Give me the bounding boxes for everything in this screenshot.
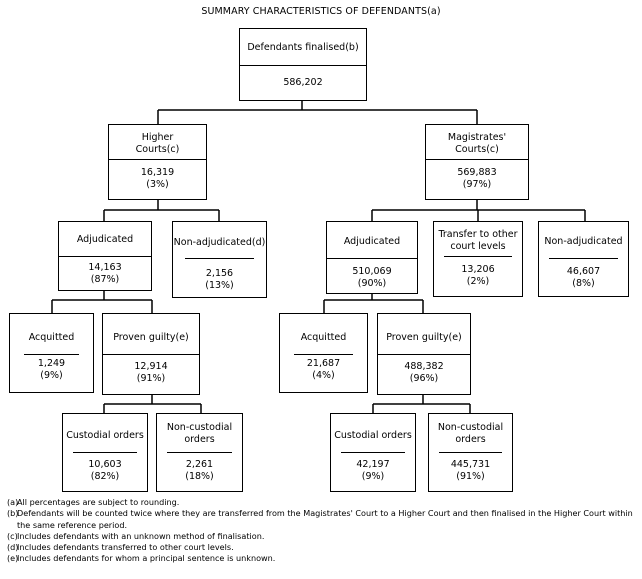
node-percent: (82%) — [90, 471, 120, 482]
node-divider — [444, 256, 512, 257]
node-higher-acquitted: Acquitted 1,249 (9%) — [9, 313, 94, 393]
node-label: Non-custodial orders — [166, 422, 233, 445]
node-percent: (9%) — [361, 471, 385, 482]
node-count: 21,687 — [306, 358, 341, 369]
node-label: Proven guilty(e) — [113, 332, 189, 343]
footnote: (e)Includes defendants for whom a princi… — [7, 553, 637, 564]
footnote: (c)Includes defendants with an unknown m… — [7, 531, 637, 542]
node-count: 586,202 — [283, 77, 323, 88]
node-divider — [426, 159, 528, 160]
node-label: Non-adjudicated(d) — [173, 237, 266, 248]
node-divider — [294, 354, 353, 355]
node-divider — [327, 258, 417, 259]
node-count: 569,883 — [457, 167, 497, 178]
node-percent: (90%) — [357, 278, 387, 289]
footnote-mark: (b) — [7, 508, 19, 519]
footnotes: (a)All percentages are subject to roundi… — [7, 497, 637, 565]
node-higher-non-adjudicated: Non-adjudicated(d) 2,156 (13%) — [172, 221, 267, 298]
node-percent: (8%) — [572, 278, 595, 289]
footnote-mark: (c) — [7, 530, 18, 541]
footnote: (d)Includes defendants transferred to ot… — [7, 542, 637, 553]
node-divider — [240, 65, 366, 66]
node-count: 510,069 — [352, 266, 392, 277]
node-label: Proven guilty(e) — [386, 332, 462, 343]
node-count: 445,731 — [450, 459, 491, 470]
node-divider — [109, 159, 206, 160]
node-label: Transfer to other court levels — [438, 229, 518, 252]
footnote-mark: (d) — [7, 542, 19, 553]
node-percent: (4%) — [312, 370, 335, 381]
node-percent: (9%) — [40, 370, 63, 381]
node-divider — [549, 258, 618, 259]
node-label: Acquitted — [300, 332, 347, 343]
node-magistrates-non-custodial-orders: Non-custodial orders 445,731 (91%) — [428, 413, 513, 492]
node-magistrates-adjudicated: Adjudicated 510,069 (90%) — [326, 221, 418, 294]
node-label: Acquitted — [28, 332, 75, 343]
node-percent: (87%) — [90, 274, 120, 285]
node-count: 2,156 — [205, 268, 234, 279]
node-label: Custodial orders — [334, 430, 412, 441]
node-count: 46,607 — [566, 266, 601, 277]
node-divider — [378, 354, 470, 355]
node-count: 1,249 — [37, 358, 66, 369]
node-divider — [59, 256, 151, 257]
node-count: 16,319 — [140, 167, 175, 178]
node-defendants-finalised: Defendants finalised(b) 586,202 — [239, 28, 367, 101]
node-label: Defendants finalised(b) — [247, 42, 359, 53]
node-higher-adjudicated: Adjudicated 14,163 (87%) — [58, 221, 152, 291]
node-count: 2,261 — [185, 459, 214, 470]
diagram-title: SUMMARY CHARACTERISTICS OF DEFENDANTS(a) — [201, 6, 441, 17]
footnote-mark: (a) — [7, 497, 19, 507]
node-label: Adjudicated — [76, 234, 134, 245]
footnote-text: All percentages are subject to rounding. — [17, 497, 180, 507]
node-higher-proven-guilty: Proven guilty(e) 12,914 (91%) — [102, 313, 200, 395]
node-label: Custodial orders — [66, 430, 144, 441]
footnote: (a)All percentages are subject to roundi… — [7, 497, 637, 508]
node-divider — [341, 452, 405, 453]
footnote-text: Includes defendants transferred to other… — [17, 542, 234, 553]
node-transfer-other-courts: Transfer to other court levels 13,206 (2… — [433, 221, 523, 297]
footnote-mark: (e) — [7, 553, 19, 564]
node-magistrates-acquitted: Acquitted 21,687 (4%) — [279, 313, 368, 393]
node-divider — [24, 354, 79, 355]
node-higher-courts: Higher Courts(c) 16,319 (3%) — [108, 124, 207, 200]
footnote-text: Defendants will be counted twice where t… — [17, 508, 633, 530]
node-count: 14,163 — [88, 262, 122, 273]
footnote-text: Includes defendants with an unknown meth… — [17, 530, 265, 541]
node-magistrates-courts: Magistrates' Courts(c) 569,883 (97%) — [425, 124, 529, 200]
node-higher-non-custodial-orders: Non-custodial orders 2,261 (18%) — [156, 413, 243, 492]
node-magistrates-proven-guilty: Proven guilty(e) 488,382 (96%) — [377, 313, 471, 395]
node-label: Magistrates' Courts(c) — [447, 132, 507, 155]
node-percent: (97%) — [462, 179, 492, 190]
node-label: Higher Courts(c) — [135, 132, 180, 155]
node-percent: (91%) — [456, 471, 485, 482]
node-count: 13,206 — [461, 264, 495, 275]
node-percent: (18%) — [185, 471, 214, 482]
node-divider — [439, 452, 502, 453]
node-percent: (13%) — [205, 280, 234, 291]
node-divider — [73, 452, 137, 453]
node-magistrates-custodial-orders: Custodial orders 42,197 (9%) — [330, 413, 416, 492]
node-percent: (3%) — [146, 179, 169, 190]
node-count: 12,914 — [134, 361, 168, 372]
footnote: (b)Defendants will be counted twice wher… — [7, 508, 637, 531]
node-count: 488,382 — [404, 361, 444, 372]
node-count: 42,197 — [356, 459, 390, 470]
node-label: Non-custodial orders — [437, 422, 504, 445]
node-divider — [103, 354, 199, 355]
node-percent: (96%) — [409, 373, 439, 384]
footnote-text: Includes defendants for whom a principal… — [17, 553, 276, 564]
node-higher-custodial-orders: Custodial orders 10,603 (82%) — [62, 413, 148, 492]
node-label: Adjudicated — [343, 236, 401, 247]
node-magistrates-non-adjudicated: Non-adjudicated 46,607 (8%) — [538, 221, 629, 297]
node-divider — [167, 452, 232, 453]
node-label: Non-adjudicated — [544, 236, 623, 247]
node-count: 10,603 — [88, 459, 122, 470]
node-divider — [185, 258, 254, 259]
node-percent: (2%) — [466, 276, 490, 287]
node-percent: (91%) — [136, 373, 166, 384]
